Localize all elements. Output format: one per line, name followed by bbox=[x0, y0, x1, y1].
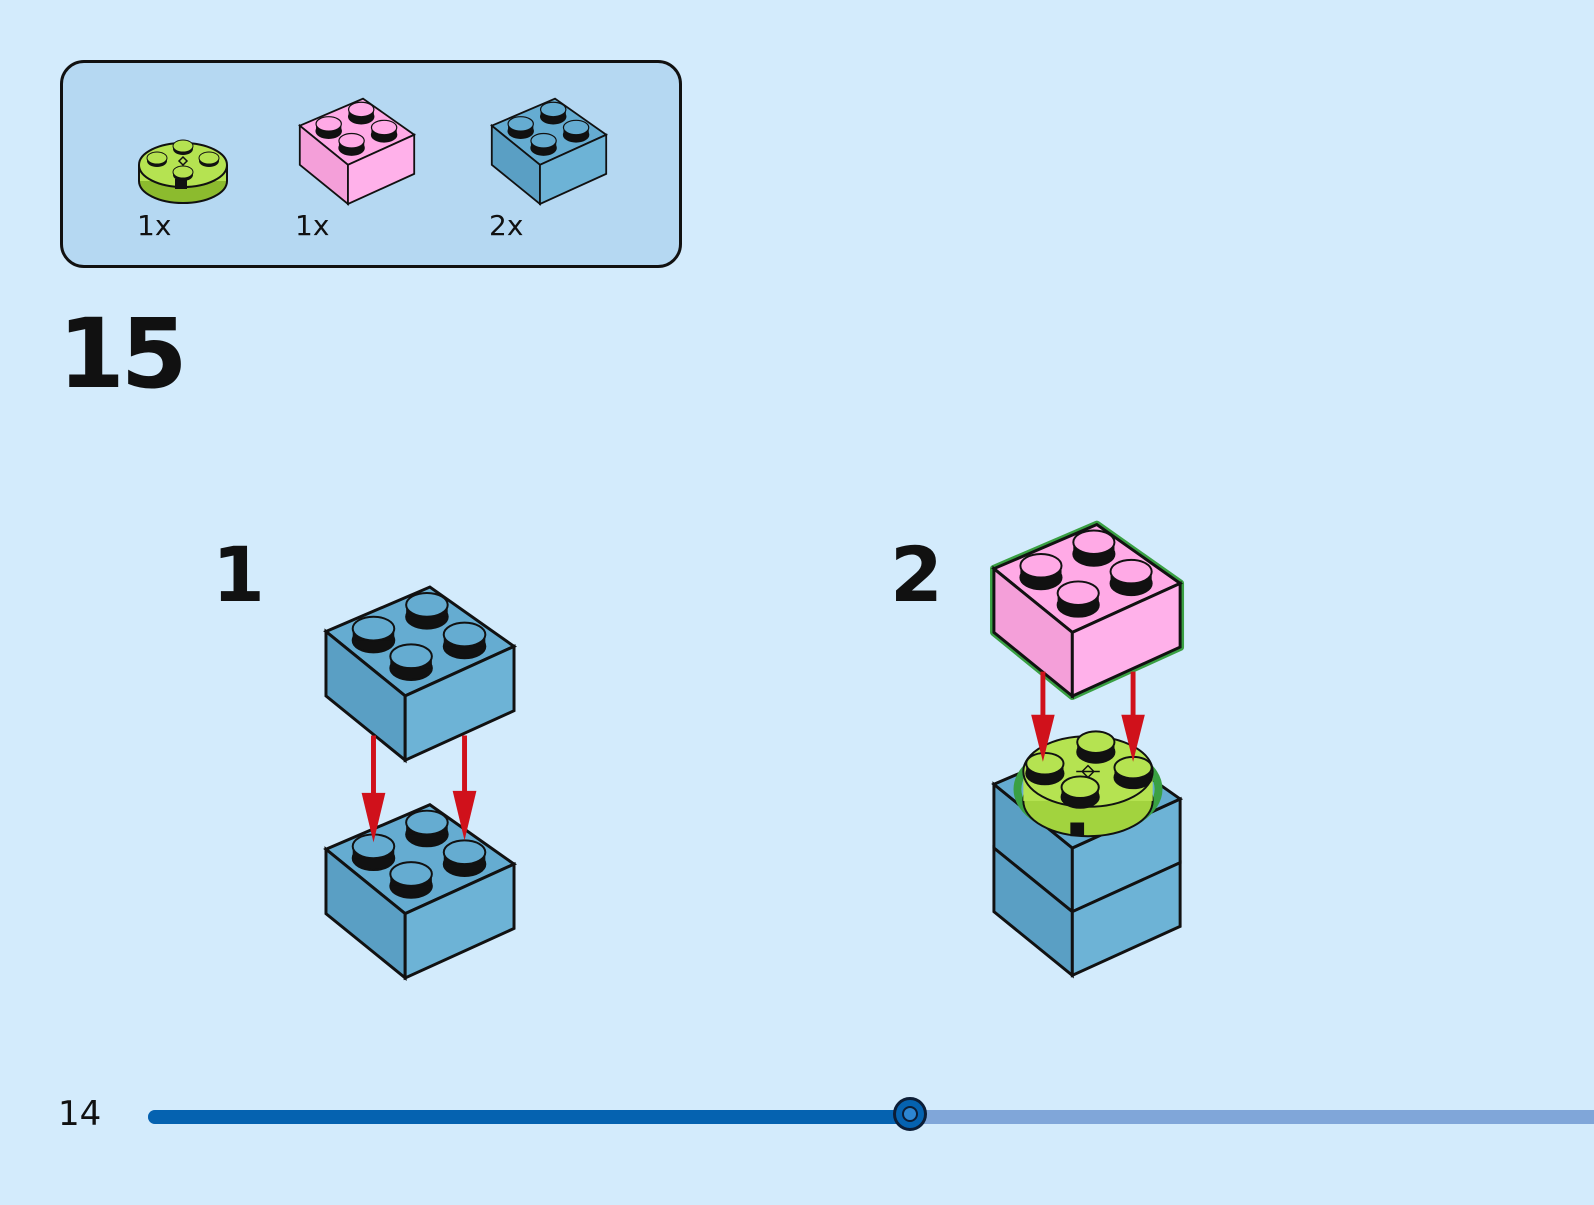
part-round-plate-green bbox=[135, 131, 231, 211]
arrow-down-icon bbox=[1121, 671, 1145, 762]
blue-brick-top bbox=[323, 585, 517, 764]
substep-label-1: 1 bbox=[212, 530, 265, 619]
substep-1-illustration bbox=[323, 582, 517, 982]
progress-fill bbox=[148, 1110, 911, 1124]
arrow-down-icon bbox=[361, 735, 386, 843]
part-qty-blue-brick: 2x bbox=[489, 209, 524, 242]
green-round-plate bbox=[1013, 730, 1163, 838]
page-number: 14 bbox=[58, 1094, 102, 1134]
arrow-down-icon bbox=[1031, 671, 1055, 762]
progress-bar[interactable] bbox=[148, 1097, 1594, 1131]
progress-handle[interactable] bbox=[893, 1097, 928, 1131]
part-qty-round-plate: 1x bbox=[137, 209, 172, 242]
round-plate-icon bbox=[138, 139, 228, 204]
step-number: 15 bbox=[58, 298, 188, 410]
substep-label-2: 2 bbox=[890, 530, 943, 619]
blue-brick-bottom bbox=[323, 803, 517, 982]
part-brick-blue bbox=[487, 95, 611, 207]
brick-pink-icon bbox=[298, 97, 417, 206]
parts-list-box: 1x 1x bbox=[60, 60, 682, 268]
brick-blue-icon bbox=[490, 97, 609, 206]
part-brick-pink bbox=[295, 95, 419, 207]
arrow-down-icon bbox=[452, 735, 477, 841]
pink-brick bbox=[990, 520, 1185, 700]
part-qty-pink-brick: 1x bbox=[295, 209, 330, 242]
substep-2-illustration bbox=[990, 518, 1186, 980]
